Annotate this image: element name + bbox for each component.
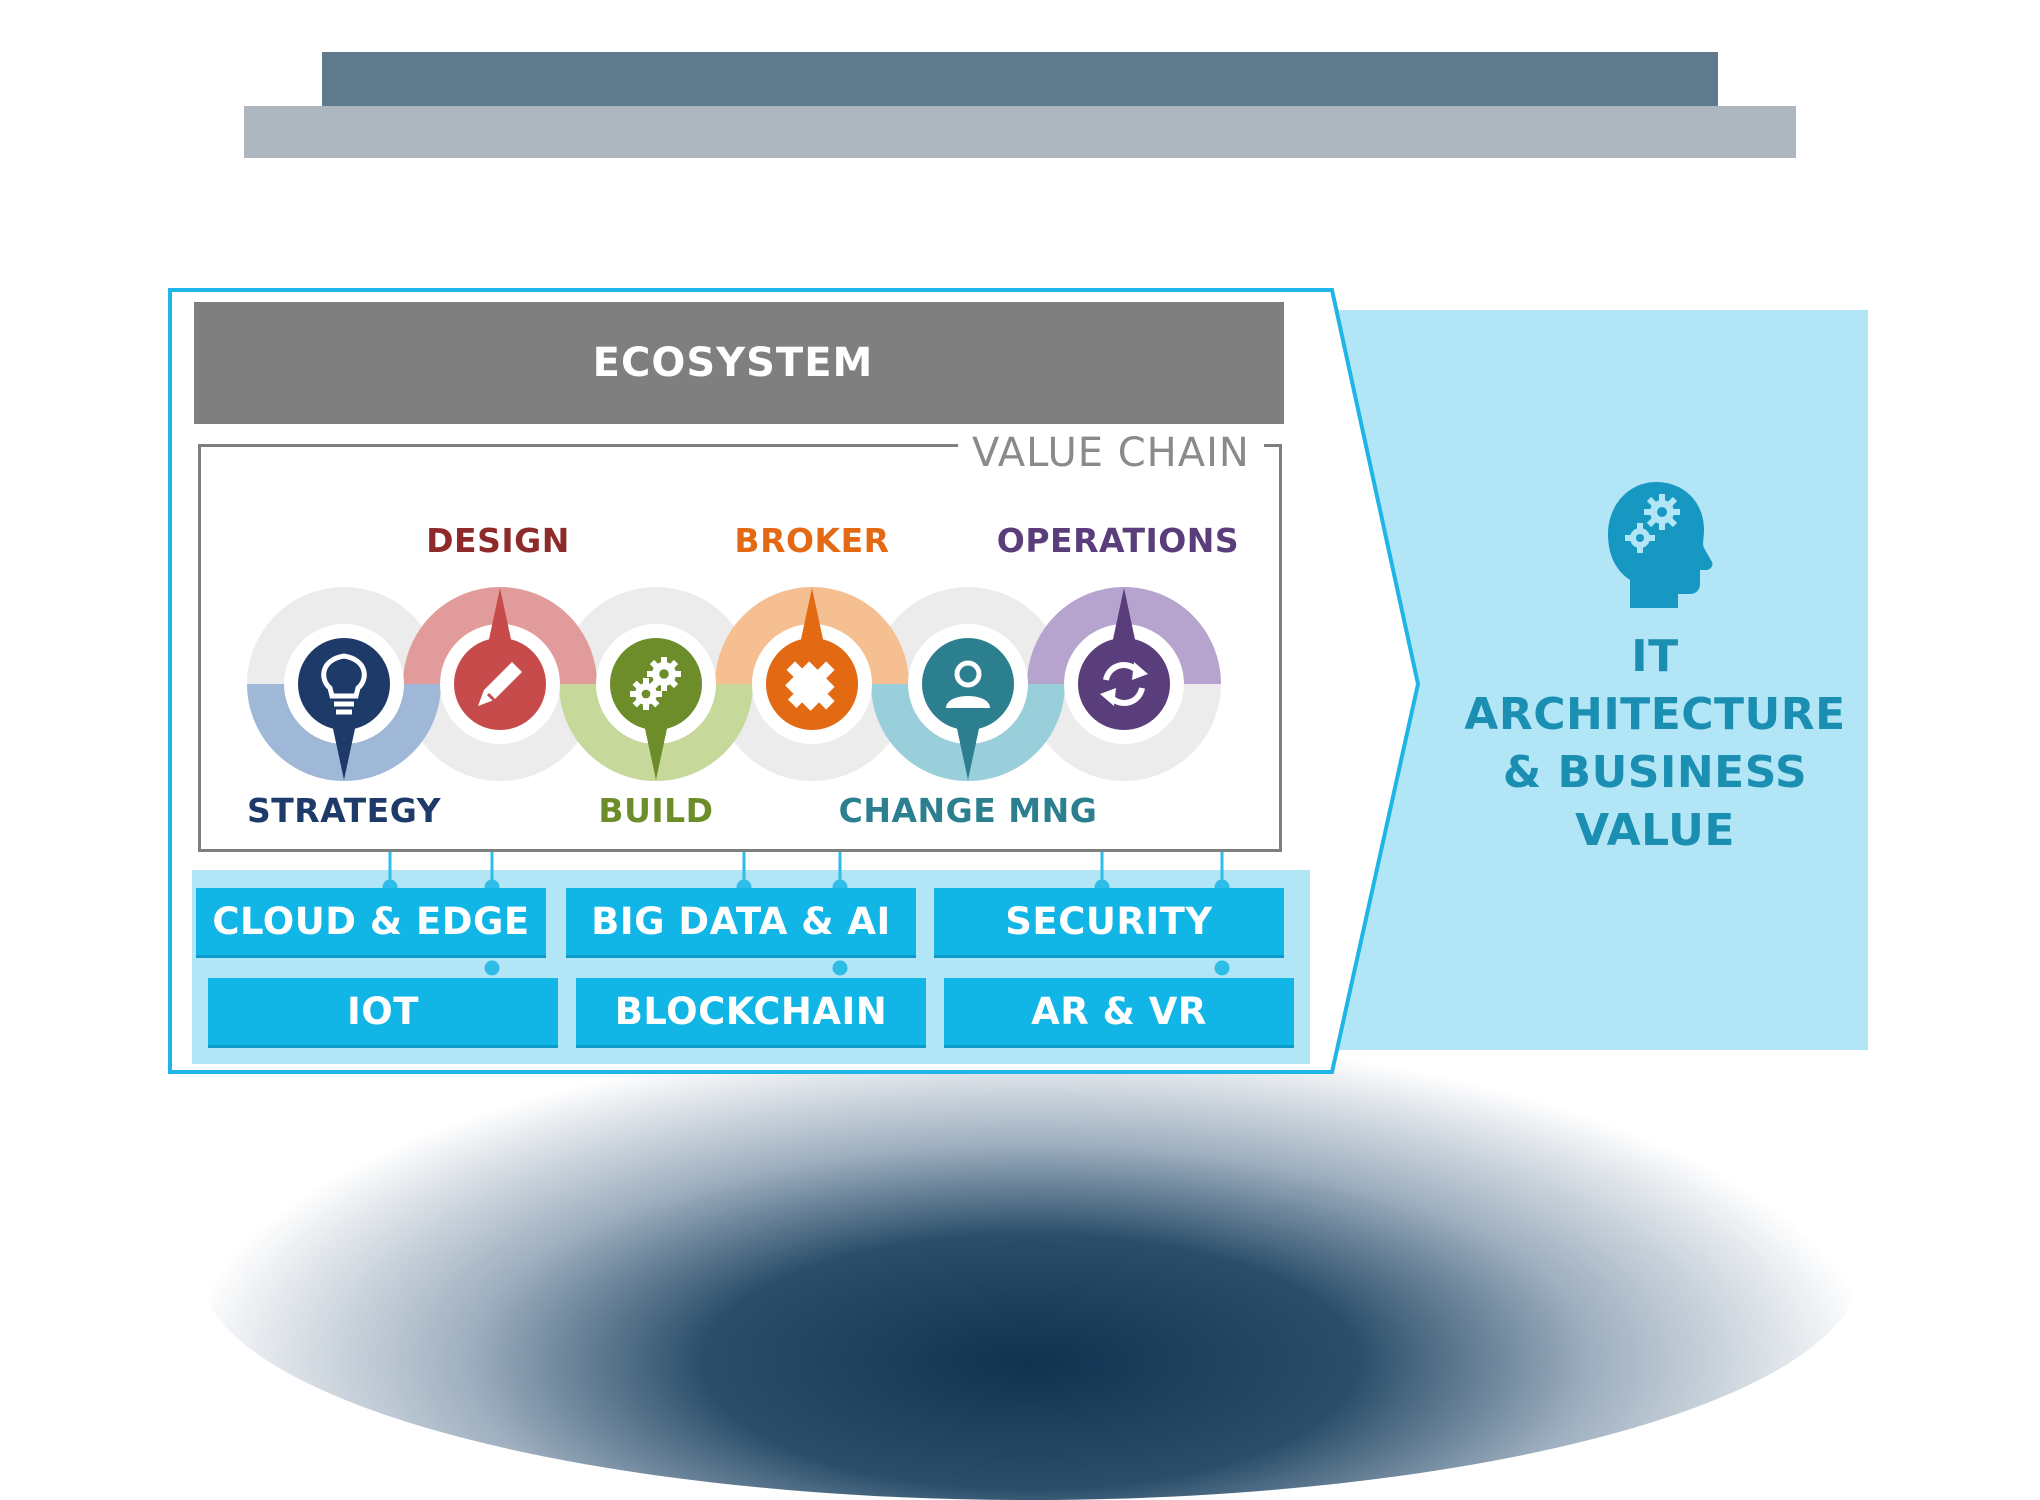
value-line-2: ARCHITECTURE (1464, 689, 1846, 740)
stage-label-build: BUILD (598, 791, 714, 830)
stage-pin-operations (1064, 588, 1184, 744)
head-gears-icon (1608, 482, 1713, 608)
stage-pin-strategy (284, 624, 404, 780)
stage-label-strategy: STRATEGY (247, 791, 441, 830)
gears-icon (630, 657, 681, 710)
tech-ar-vr-button[interactable]: AR & VR (944, 978, 1294, 1048)
value-chain-box (198, 444, 1282, 852)
value-statement: IT ARCHITECTURE & BUSINESS VALUE (1440, 628, 1870, 860)
value-line-4: VALUE (1575, 805, 1735, 856)
puzzle-icon (785, 661, 835, 711)
stage-pin-change-mng (908, 624, 1028, 780)
header-underband (244, 106, 1796, 158)
value-chain-title: VALUE CHAIN (958, 426, 1264, 480)
refresh-icon (1100, 662, 1148, 706)
stage-label-broker: BROKER (734, 521, 890, 560)
tech-cloud-edge-button[interactable]: CLOUD & EDGE (196, 888, 546, 958)
stage-label-change-mng: CHANGE MNG (838, 791, 1098, 830)
ecosystem-banner: ECOSYSTEM (194, 302, 1284, 424)
stage-pin-design (440, 588, 560, 744)
value-line-1: IT (1631, 631, 1679, 682)
header-band (322, 52, 1718, 106)
stage-pin-build (596, 624, 716, 780)
lightbulb-icon (321, 653, 367, 715)
tech-security-button[interactable]: SECURITY (934, 888, 1284, 958)
tech-iot-button[interactable]: IOT (208, 978, 558, 1048)
user-icon (946, 660, 990, 708)
value-chain-diagram (247, 587, 1221, 781)
tech-big-data-ai-button[interactable]: BIG DATA & AI (566, 888, 916, 958)
tech-blockchain-button[interactable]: BLOCKCHAIN (576, 978, 926, 1048)
pencil-icon (478, 662, 522, 706)
stage-pin-broker (752, 588, 872, 744)
stage-label-design: DESIGN (426, 521, 570, 560)
value-panel (1330, 310, 1868, 1050)
stage-label-operations: OPERATIONS (996, 521, 1240, 560)
value-line-3: & BUSINESS (1502, 747, 1808, 798)
